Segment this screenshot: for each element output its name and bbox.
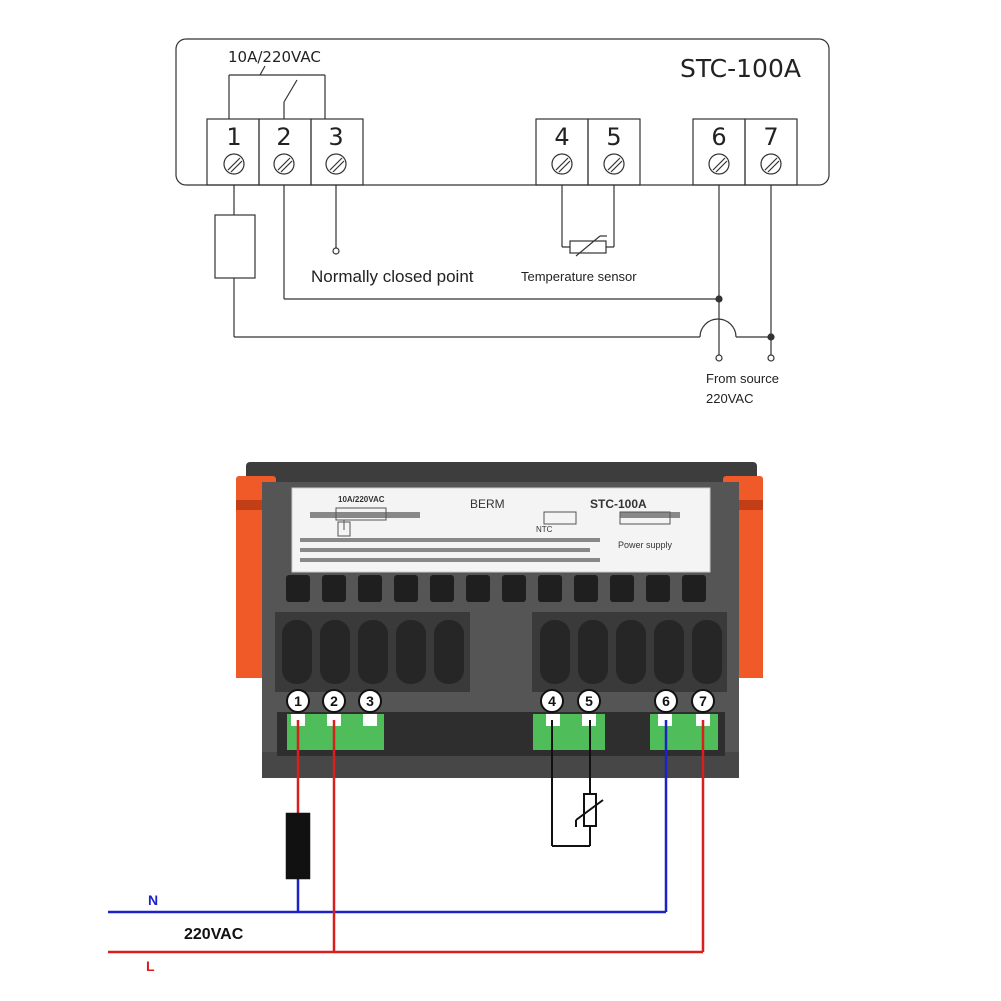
screw-icon <box>603 153 625 175</box>
live-wire <box>108 720 705 954</box>
thermistor-icon <box>569 240 607 254</box>
terminal-badge-label: 2 <box>330 693 338 709</box>
terminal-badge-label: 4 <box>548 693 556 709</box>
terminal-number-1: 1 <box>226 123 241 151</box>
source-terminal-icon <box>715 354 723 362</box>
temperature-sensor-label: Temperature sensor <box>521 269 637 284</box>
sticker-brand: BERM <box>470 497 505 511</box>
terminal-badge-label: 5 <box>585 693 593 709</box>
terminal-badge-label: 6 <box>662 693 670 709</box>
schematic-model-label: STC-100A <box>680 54 801 83</box>
load-icon <box>285 812 311 880</box>
terminal-block-power <box>692 118 798 186</box>
terminal-number-3: 3 <box>328 123 343 151</box>
source-label-line2: 220VAC <box>706 391 753 406</box>
terminal-badge-label: 7 <box>699 693 707 709</box>
device: BERM STC-100A 10A/220VAC NTC Power suppl… <box>236 462 763 778</box>
nc-terminal-icon <box>332 247 340 255</box>
source-terminal-icon <box>767 354 775 362</box>
terminal-recess-left <box>275 612 470 692</box>
terminal-number-6: 6 <box>711 123 726 151</box>
screw-icon <box>708 153 730 175</box>
terminal-badge-7 <box>691 689 715 713</box>
schematic <box>175 38 830 362</box>
screw-icon <box>273 153 295 175</box>
screw-icon <box>551 153 573 175</box>
junction-dot <box>767 333 775 341</box>
terminal-badge-2 <box>322 689 346 713</box>
neutral-label: N <box>148 892 158 908</box>
terminal-badge-6 <box>654 689 678 713</box>
screw-icon <box>223 153 245 175</box>
relay-contact-icon <box>228 65 326 119</box>
terminal-number-7: 7 <box>763 123 778 151</box>
sticker-rating: 10A/220VAC <box>338 495 385 504</box>
schematic-labels: STC-100A 10A/220VAC 1 2 3 4 5 6 7 Normal… <box>226 48 801 406</box>
live-label: L <box>146 958 155 974</box>
terminal-badge-label: 1 <box>294 693 302 709</box>
screw-icons <box>223 153 782 175</box>
relay-rating-label: 10A/220VAC <box>228 48 321 66</box>
terminal-block-sensor <box>535 118 641 186</box>
neutral-wire <box>108 720 668 914</box>
schematic-wires <box>214 185 772 355</box>
controller-outline <box>175 38 830 186</box>
voltage-label: 220VAC <box>184 926 244 943</box>
sticker-print <box>300 512 680 562</box>
open-terminals <box>332 247 775 362</box>
terminal-badges: 1 2 3 4 5 6 7 <box>286 689 715 713</box>
sticker-model: STC-100A <box>590 497 647 511</box>
terminal-number-5: 5 <box>606 123 621 151</box>
terminal-block-relay <box>206 118 364 186</box>
junction-dot <box>715 295 723 303</box>
screw-icon <box>325 153 347 175</box>
terminal-number-2: 2 <box>276 123 291 151</box>
rear-sticker: BERM STC-100A 10A/220VAC NTC Power suppl… <box>291 487 711 573</box>
terminal-recess-right <box>532 612 727 692</box>
source-label-line1: From source <box>706 371 779 386</box>
sensor-wires <box>551 720 604 847</box>
terminal-badge-4 <box>540 689 564 713</box>
terminal-sockets <box>291 714 710 726</box>
bottom-labels: N L 220VAC <box>146 892 244 974</box>
terminal-badge-5 <box>577 689 601 713</box>
sticker-mini-terminals <box>335 507 671 537</box>
terminal-number-4: 4 <box>554 123 569 151</box>
screw-icon <box>760 153 782 175</box>
sticker-ntc: NTC <box>536 525 553 534</box>
junction-dots <box>715 295 775 341</box>
terminal-badge-label: 3 <box>366 693 374 709</box>
bottom-wiring <box>108 720 705 954</box>
load-icon <box>214 214 256 279</box>
device-top-lip <box>246 462 757 482</box>
ventilation-slots <box>286 575 706 602</box>
sticker-power-supply: Power supply <box>618 540 673 550</box>
terminal-badge-3 <box>358 689 382 713</box>
terminal-badge-1 <box>286 689 310 713</box>
nc-point-label: Normally closed point <box>311 267 474 286</box>
